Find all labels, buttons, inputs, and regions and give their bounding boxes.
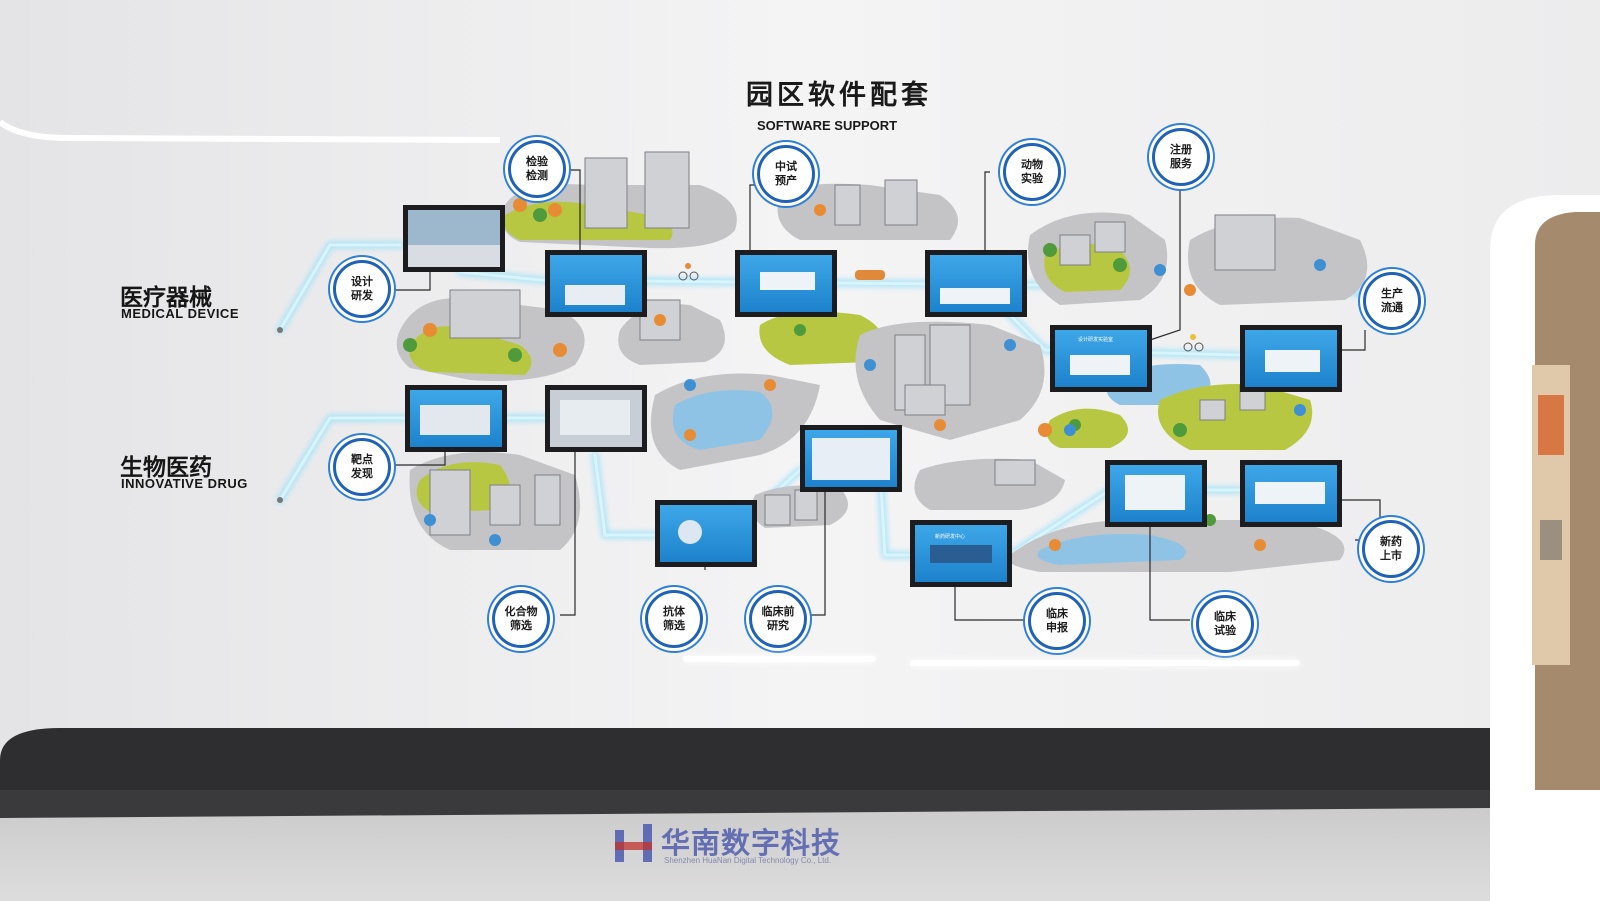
connector-dot — [277, 327, 283, 333]
category-drug-en: INNOVATIVE DRUG — [121, 476, 248, 491]
trees — [403, 198, 1326, 551]
screen-11 — [910, 520, 1012, 587]
node-clinical-trial: 临床 试验 — [1196, 595, 1254, 653]
node-production-circulation: 生产 流通 — [1363, 272, 1421, 330]
node-design-rd: 设计 研发 — [333, 260, 391, 318]
node-antibody-screening: 抗体 筛选 — [645, 590, 703, 648]
screen-9 — [800, 425, 902, 492]
company-name: 华南数字科技 — [661, 826, 842, 860]
company-subtitle: Shenzhen HuaNan Digital Technology Co., … — [664, 856, 832, 865]
node-new-drug-launch: 新药 上市 — [1362, 520, 1420, 578]
screen-5 — [1050, 325, 1152, 392]
light-bar-left — [683, 656, 876, 662]
category-medical-en: MEDICAL DEVICE — [121, 306, 239, 321]
ceiling-light — [0, 119, 501, 143]
screen-13 — [1240, 460, 1342, 527]
screen-8 — [545, 385, 647, 452]
screen-3 — [735, 250, 837, 317]
leader-lines — [390, 169, 1381, 621]
display-screens — [403, 205, 1342, 587]
node-pilot-production: 中试 预产 — [757, 145, 815, 203]
screen-1 — [403, 205, 505, 272]
node-clinical-application: 临床 申报 — [1028, 592, 1086, 650]
category-medical-zh: 医疗器械 — [120, 285, 212, 311]
screen-caption: 设计研发实验室 — [1078, 337, 1114, 343]
node-compound-screening: 化合物 筛选 — [492, 590, 550, 648]
vehicles — [678, 263, 1204, 352]
wall-title-zh: 园区软件配套 — [746, 80, 932, 111]
light-bar-right — [910, 660, 1300, 666]
screen-4 — [925, 250, 1027, 317]
screen-2 — [545, 250, 647, 317]
screen-6 — [1240, 325, 1342, 392]
screen-10 — [655, 500, 757, 567]
screen-caption: 新药研发中心 — [935, 534, 966, 540]
node-animal-experiment: 动物 实验 — [1003, 143, 1061, 201]
connector-dot — [277, 497, 283, 503]
company-logo-icon — [613, 822, 655, 864]
wall-title-en: SOFTWARE SUPPORT — [757, 118, 898, 133]
node-inspection-testing: 检验 检测 — [508, 140, 566, 198]
screen-12 — [1105, 460, 1207, 527]
category-drug-zh: 生物医药 — [120, 455, 212, 481]
screen-7 — [405, 385, 507, 452]
node-preclinical-research: 临床前 研究 — [749, 590, 807, 648]
node-target-discovery: 靶点 发现 — [333, 438, 391, 496]
node-registration-service: 注册 服务 — [1152, 128, 1210, 186]
